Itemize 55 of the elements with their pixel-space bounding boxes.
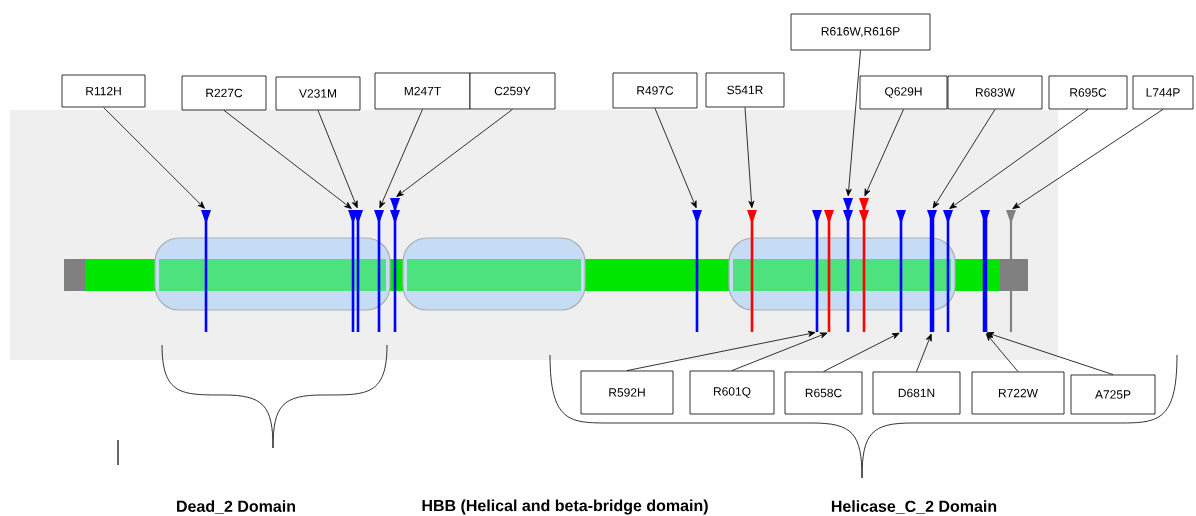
label-box: M247T bbox=[374, 72, 471, 110]
mutation-marker bbox=[927, 210, 937, 332]
arrow bbox=[845, 50, 861, 197]
label-box: R616W,R616P bbox=[790, 13, 931, 51]
label-box: Q629H bbox=[859, 75, 948, 110]
mutation-marker bbox=[747, 210, 757, 332]
arrow bbox=[317, 110, 358, 209]
mutation-marker bbox=[1006, 210, 1016, 332]
label-box: S541R bbox=[705, 72, 785, 108]
arrow bbox=[103, 107, 205, 209]
label-box: R695C bbox=[1048, 75, 1128, 110]
mutation-marker bbox=[824, 210, 834, 332]
label-box: A725P bbox=[1070, 374, 1156, 415]
mutation-marker bbox=[980, 210, 990, 332]
arrow bbox=[654, 108, 697, 209]
arrow bbox=[223, 110, 352, 209]
arrow bbox=[932, 109, 996, 209]
arrow bbox=[626, 330, 816, 371]
arrow bbox=[949, 109, 1089, 209]
label-box: R112H bbox=[61, 74, 146, 108]
arrow bbox=[744, 107, 755, 209]
label-box: V231M bbox=[275, 76, 361, 111]
arrow bbox=[986, 332, 1114, 375]
arrow bbox=[1012, 109, 1164, 210]
mutation-marker bbox=[859, 198, 869, 332]
mutation-marker bbox=[943, 210, 953, 332]
mutation-marker bbox=[812, 210, 822, 332]
arrow bbox=[823, 332, 900, 372]
domain-label: HBB (Helical and beta-bridge domain) bbox=[422, 499, 708, 515]
label-box: R497C bbox=[612, 72, 698, 109]
mutation-marker bbox=[348, 210, 358, 332]
mutation-marker bbox=[896, 210, 906, 332]
mutation-marker bbox=[353, 210, 363, 332]
arrow bbox=[396, 109, 513, 197]
domain-label: Helicase_C_2 Domain bbox=[831, 500, 997, 514]
domain-label: Dead_2 Domain bbox=[177, 500, 295, 514]
arrow bbox=[731, 332, 828, 371]
mutation-marker bbox=[201, 210, 211, 332]
label-box: R683W bbox=[947, 75, 1043, 110]
arrow bbox=[985, 333, 1019, 372]
label-box: D681N bbox=[872, 371, 961, 415]
label-box: C259Y bbox=[469, 72, 556, 110]
label-box: R658C bbox=[784, 371, 863, 415]
label-box: R227C bbox=[181, 75, 267, 111]
mutation-marker bbox=[692, 210, 702, 332]
arrow bbox=[864, 109, 904, 197]
mutation-marker bbox=[374, 210, 384, 332]
label-box: L744P bbox=[1132, 75, 1194, 110]
arrow bbox=[916, 333, 932, 372]
label-box: R592H bbox=[580, 370, 674, 415]
label-box: R722W bbox=[971, 371, 1065, 415]
mutation-marker bbox=[843, 198, 853, 332]
label-box: R601Q bbox=[689, 370, 775, 415]
mutation-marker bbox=[390, 198, 400, 332]
arrow bbox=[379, 109, 423, 209]
